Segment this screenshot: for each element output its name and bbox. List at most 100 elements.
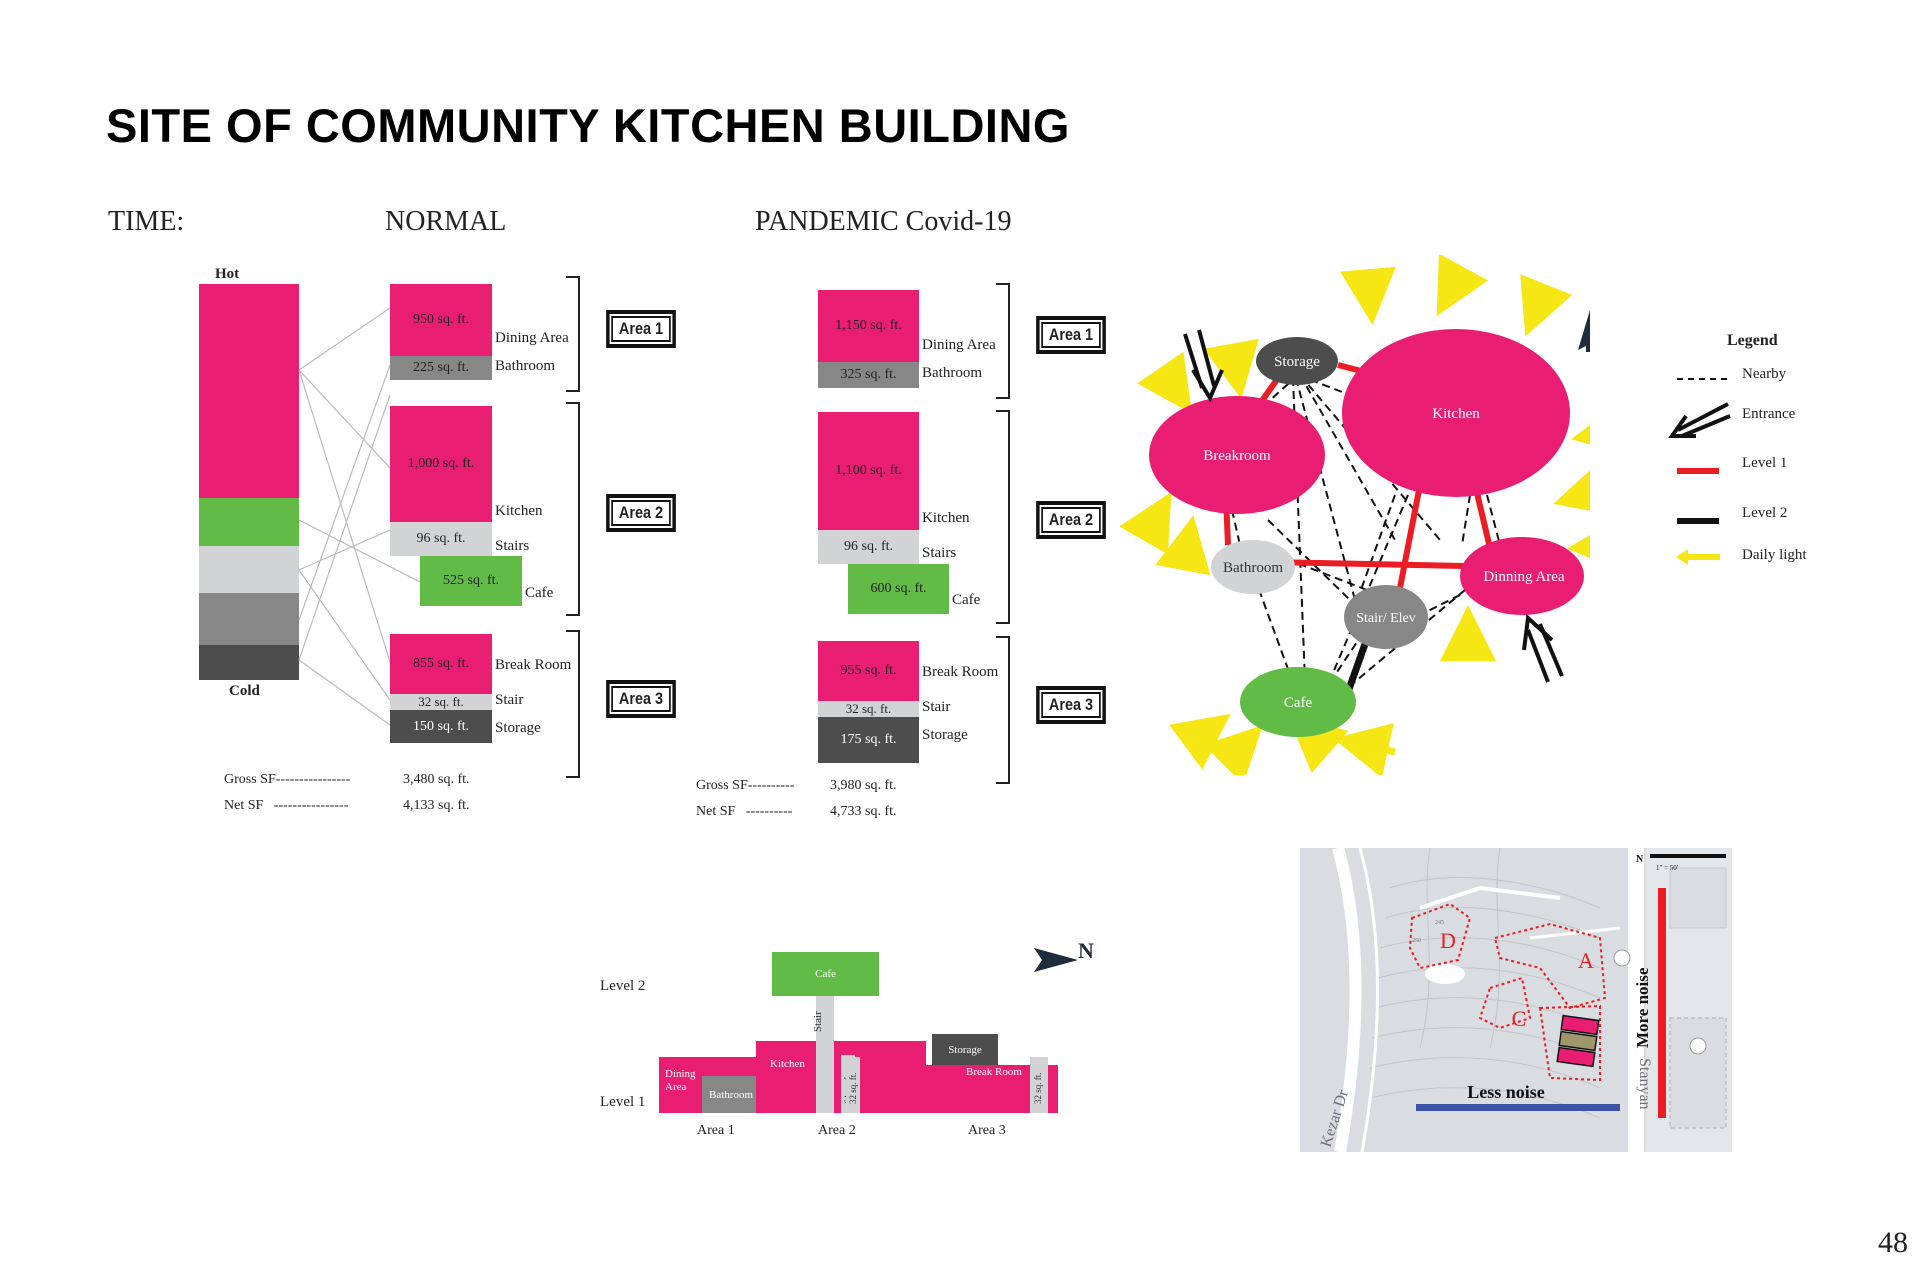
zone-a-label: A <box>1578 948 1594 973</box>
stanyan-road <box>1628 848 1644 1152</box>
pandemic-net-label: Net SF ---------- <box>696 804 793 819</box>
pandemic-area2-box: Area 2 <box>1036 501 1106 539</box>
normal-dining-label: Dining Area <box>495 330 569 346</box>
pandemic-area2-bracket <box>996 410 1010 624</box>
pandemic-breakroom-label: Break Room <box>922 664 999 680</box>
pandemic-area3-box: Area 3 <box>1036 686 1106 724</box>
legend-entrance-label: Entrance <box>1742 406 1796 422</box>
pandemic-kitchen-block: 1,100 sq. ft. <box>818 412 919 530</box>
normal-breakroom-block: 855 sq. ft. <box>390 634 492 694</box>
section-bathroom-block: Bathroom <box>702 1076 760 1113</box>
kitchen-bubble <box>1342 329 1570 497</box>
pandemic-kitchen-label: Kitchen <box>922 510 970 526</box>
contour-label-2: 250 <box>1412 938 1421 944</box>
pandemic-storage-label: Storage <box>922 727 968 743</box>
cold-label: Cold <box>229 683 260 699</box>
pandemic-breakroom-block: 955 sq. ft. <box>818 641 919 701</box>
section-level2-label: Level 2 <box>600 978 646 994</box>
normal-storage-block: 150 sq. ft. <box>390 710 492 743</box>
page-number: 48 <box>1878 1226 1908 1259</box>
legend-nearby-label: Nearby <box>1742 366 1787 382</box>
section-stair-label: Stair <box>812 1011 824 1032</box>
section-32sf-b-block <box>1030 1057 1048 1113</box>
site-map: D A C 245 250 Less noise More noise Keza… <box>1300 848 1732 1152</box>
pandemic-cafe-block: 600 sq. ft. <box>848 564 949 614</box>
page-title: SITE OF COMMUNITY KITCHEN BUILDING <box>106 99 1070 152</box>
entrance-arrow-top <box>1183 329 1224 403</box>
contour-label-1: 245 <box>1435 920 1444 926</box>
normal-area1-box: Area 1 <box>606 310 676 348</box>
more-noise-label: More noise <box>1633 967 1652 1048</box>
less-noise-bar <box>1416 1104 1620 1111</box>
building-footprint <box>1556 1014 1600 1068</box>
normal-kitchen-block: 1,000 sq. ft. <box>390 406 492 522</box>
breakroom-bubble <box>1149 396 1325 514</box>
normal-kitchen-label: Kitchen <box>495 503 543 519</box>
stair-bubble-label: Stair/ Elev <box>1356 611 1416 626</box>
dining-bubble <box>1460 537 1584 615</box>
cafe-bubble-label: Cafe <box>1284 695 1313 711</box>
pandemic-stair-block: 32 sq. ft. <box>818 701 919 717</box>
normal-area2-box: Area 2 <box>606 494 676 532</box>
normal-stair-label: Stair <box>495 692 524 708</box>
section-level1-label: Level 1 <box>600 1094 646 1110</box>
section-dining-label: Dining Area <box>665 1068 696 1093</box>
section-32sf-a-block <box>846 1057 860 1113</box>
pandemic-cafe-label: Cafe <box>952 592 981 608</box>
zone-outlines <box>1408 902 1607 1082</box>
level1-lines <box>1223 362 1493 599</box>
section-north-label: N <box>1078 938 1094 963</box>
map-marker-icon <box>1613 949 1631 967</box>
normal-area3-box: Area 3 <box>606 680 676 718</box>
pandemic-gross-value: 3,980 sq. ft. <box>830 778 897 793</box>
bathroom-bubble <box>1211 540 1295 594</box>
scale-green-segment <box>199 498 299 546</box>
normal-dining-block: 950 sq. ft. <box>390 284 492 356</box>
normal-net-value: 4,133 sq. ft. <box>403 798 470 813</box>
section-kitchen-block <box>756 1041 816 1113</box>
hot-label: Hot <box>215 266 240 282</box>
normal-area2-bracket <box>566 402 580 616</box>
stanyan-label: Stanyan <box>1636 1058 1653 1110</box>
pandemic-stair-label: Stair <box>922 699 951 715</box>
kitchen-bubble-label: Kitchen <box>1432 406 1480 422</box>
section-area3-label: Area 3 <box>968 1123 1006 1138</box>
normal-stairs-label: Stairs <box>495 538 530 554</box>
pandemic-area3-bracket <box>996 636 1010 784</box>
legend-nearby-swatch <box>1677 378 1727 380</box>
pandemic-bathroom-block: 325 sq. ft. <box>818 362 919 388</box>
normal-stairs-block: 96 sq. ft. <box>390 522 492 556</box>
north-arrow-icon: N <box>1578 310 1590 352</box>
pandemic-dining-label: Dining Area <box>922 337 996 353</box>
legend-title: Legend <box>1727 332 1778 349</box>
pandemic-area1-box: Area 1 <box>1036 316 1106 354</box>
restaurant-icon <box>1689 1037 1707 1055</box>
section-cafe-block: Cafe <box>772 952 879 996</box>
dining-bubble-label: Dinning Area <box>1483 569 1565 585</box>
section-32sf-b-label: 32 sq. ft. <box>1033 1072 1043 1105</box>
legend-entrance-icon <box>1668 402 1731 438</box>
pandemic-area1-bracket <box>996 283 1010 399</box>
pandemic-header: PANDEMIC Covid-19 <box>755 206 1012 237</box>
scale-dark-segment <box>199 645 299 680</box>
normal-cafe-block: 525 sq. ft. <box>420 556 522 606</box>
legend-light-icon <box>1676 549 1720 565</box>
breakroom-bubble-label: Breakroom <box>1203 448 1271 464</box>
section-kitchen-label: Kitchen <box>770 1058 805 1070</box>
normal-breakroom-label: Break Room <box>495 657 572 673</box>
normal-gross-value: 3,480 sq. ft. <box>403 772 470 787</box>
normal-gross-label: Gross SF---------------- <box>224 772 351 787</box>
pond <box>1425 964 1465 984</box>
section-storage-block: Storage <box>932 1034 998 1065</box>
scale-bar <box>1650 854 1726 858</box>
normal-area1-bracket <box>566 276 580 392</box>
kezar-road <box>1332 848 1362 1152</box>
scale-hot-segment <box>199 284 299 498</box>
section-stair-block <box>816 996 834 1113</box>
zone-c-label: C <box>1512 1006 1527 1031</box>
pandemic-bathroom-label: Bathroom <box>922 365 982 381</box>
pandemic-net-value: 4,733 sq. ft. <box>830 804 897 819</box>
storage-bubble <box>1256 337 1338 385</box>
normal-header: NORMAL <box>385 206 507 237</box>
zone-d-label: D <box>1440 928 1456 953</box>
